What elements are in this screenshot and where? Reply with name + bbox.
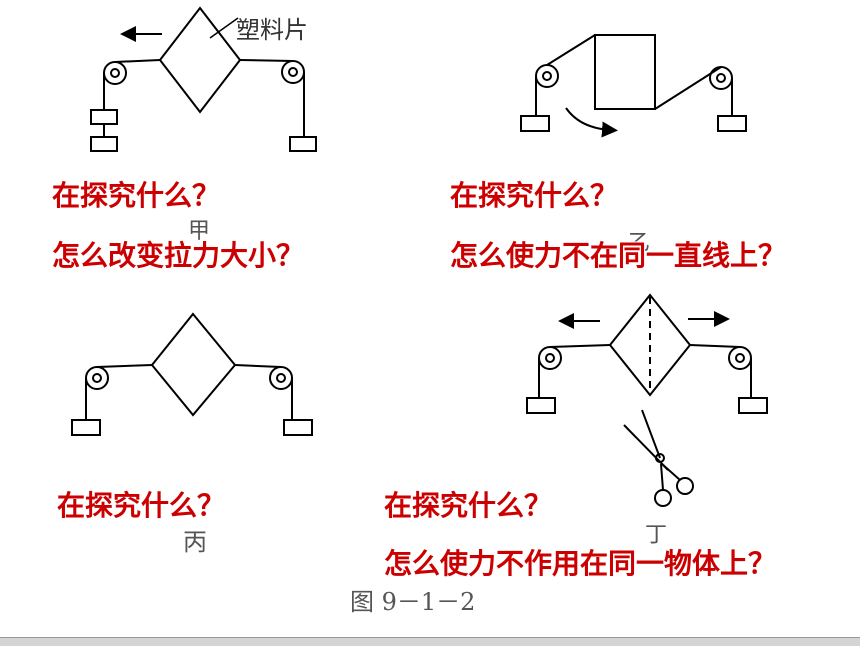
weight-block <box>520 115 550 132</box>
figure-caption: 图 9－1－2 <box>350 588 475 616</box>
left-pulley-icon <box>538 346 562 370</box>
caption-yi: 乙 <box>628 231 650 256</box>
question-yi-what: 在探究什么？ <box>450 179 619 212</box>
scissors-icon <box>623 409 694 507</box>
bottom-scroll-bar <box>0 637 860 646</box>
weight-block <box>90 136 118 152</box>
weight-block <box>71 419 101 436</box>
question-ding-how: 怎么使力不作用在同一物体上？ <box>384 547 777 580</box>
card-rectangle <box>594 34 656 110</box>
weight-block <box>90 109 118 125</box>
panel-ding <box>526 293 768 507</box>
material-label: 塑料片 <box>236 16 308 44</box>
weight-block <box>526 397 556 414</box>
question-bing-what: 在探究什么？ <box>57 489 226 522</box>
panel-jia <box>90 6 317 152</box>
left-pulley-icon <box>535 64 559 88</box>
question-jia-what: 在探究什么？ <box>52 179 221 212</box>
weight-block <box>738 397 768 414</box>
weight-block <box>283 419 313 436</box>
caption-ding: 丁 <box>645 523 667 548</box>
panel-yi <box>520 34 747 138</box>
caption-jia: 甲 <box>188 219 210 244</box>
card-diamond <box>150 312 237 417</box>
left-pulley-icon <box>103 61 127 85</box>
weight-block <box>717 115 747 132</box>
question-yi-how: 怎么使力不在同一直线上？ <box>450 239 787 272</box>
caption-bing: 丙 <box>183 528 207 556</box>
right-pulley-icon <box>709 66 733 90</box>
weight-block <box>289 136 317 152</box>
right-pulley-icon <box>281 60 305 84</box>
question-ding-what: 在探究什么？ <box>384 489 553 522</box>
plastic-card-shape <box>158 6 242 114</box>
panel-bing <box>71 312 313 436</box>
left-pulley-icon <box>85 366 109 390</box>
right-pulley-icon <box>728 346 752 370</box>
question-jia-how: 怎么改变拉力大小？ <box>52 239 305 272</box>
rotate-arrow-icon <box>565 107 618 138</box>
right-pulley-icon <box>269 366 293 390</box>
